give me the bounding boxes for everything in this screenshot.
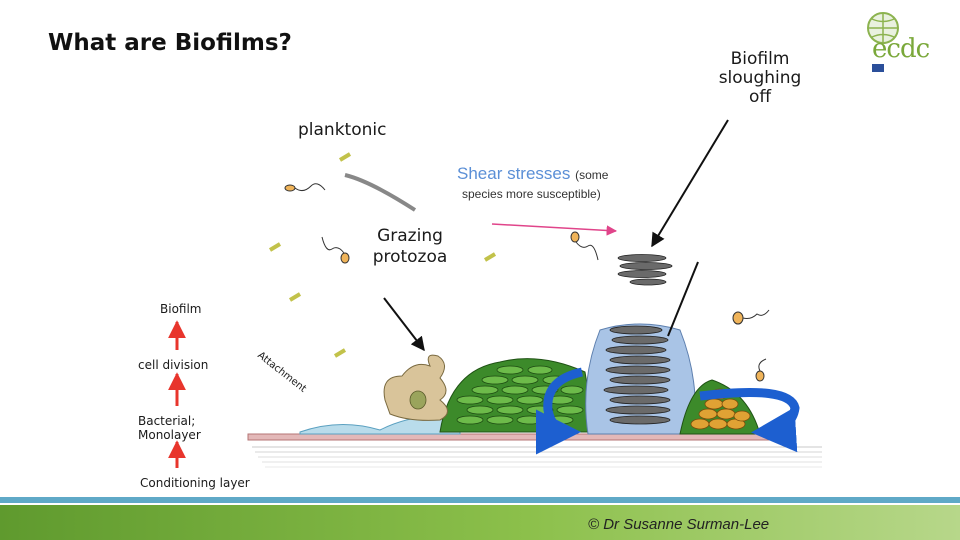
grazing-arrow — [383, 297, 425, 352]
biofilm-gold-cluster — [679, 379, 761, 435]
sloughing-arrow — [651, 119, 729, 248]
sloughed-cells — [617, 254, 673, 286]
shear-detail-label: species more susceptible) — [462, 187, 601, 201]
biofilm-sloughing-label: Biofilm sloughing off — [718, 49, 802, 107]
slide-title: What are Biofilms? — [48, 30, 292, 56]
column-arrow — [667, 261, 699, 337]
biofilm-green-mound — [439, 358, 596, 433]
circulation-arrows — [535, 367, 800, 455]
footer-divider — [0, 497, 960, 503]
shear-stresses-label: Shear stresses (some — [457, 164, 608, 184]
footer-band — [0, 505, 960, 540]
shear-stresses-text: Shear stresses — [457, 164, 571, 183]
planktonic-cells — [268, 152, 770, 382]
stage-cell-division-label: cell division — [138, 358, 209, 372]
substrate-surface — [247, 433, 822, 468]
shear-some-text: (some — [575, 168, 609, 182]
copyright-text: © Dr Susanne Surman-Lee — [588, 516, 770, 533]
grazing-protozoa-label: Grazing protozoa — [372, 226, 448, 267]
ecdc-logo — [867, 12, 899, 72]
protozoa-icon — [383, 354, 448, 421]
planktonic-label: planktonic — [298, 120, 387, 140]
biofilm-grey-column — [585, 323, 696, 435]
ecdc-logo-text: ecdc — [872, 34, 930, 64]
shear-stress-arrow — [491, 223, 618, 236]
stage-conditioning-label: Conditioning layer — [140, 476, 250, 490]
stage-biofilm-label: Biofilm — [160, 302, 202, 316]
stage-monolayer-label: Bacterial; Monolayer — [138, 414, 201, 442]
